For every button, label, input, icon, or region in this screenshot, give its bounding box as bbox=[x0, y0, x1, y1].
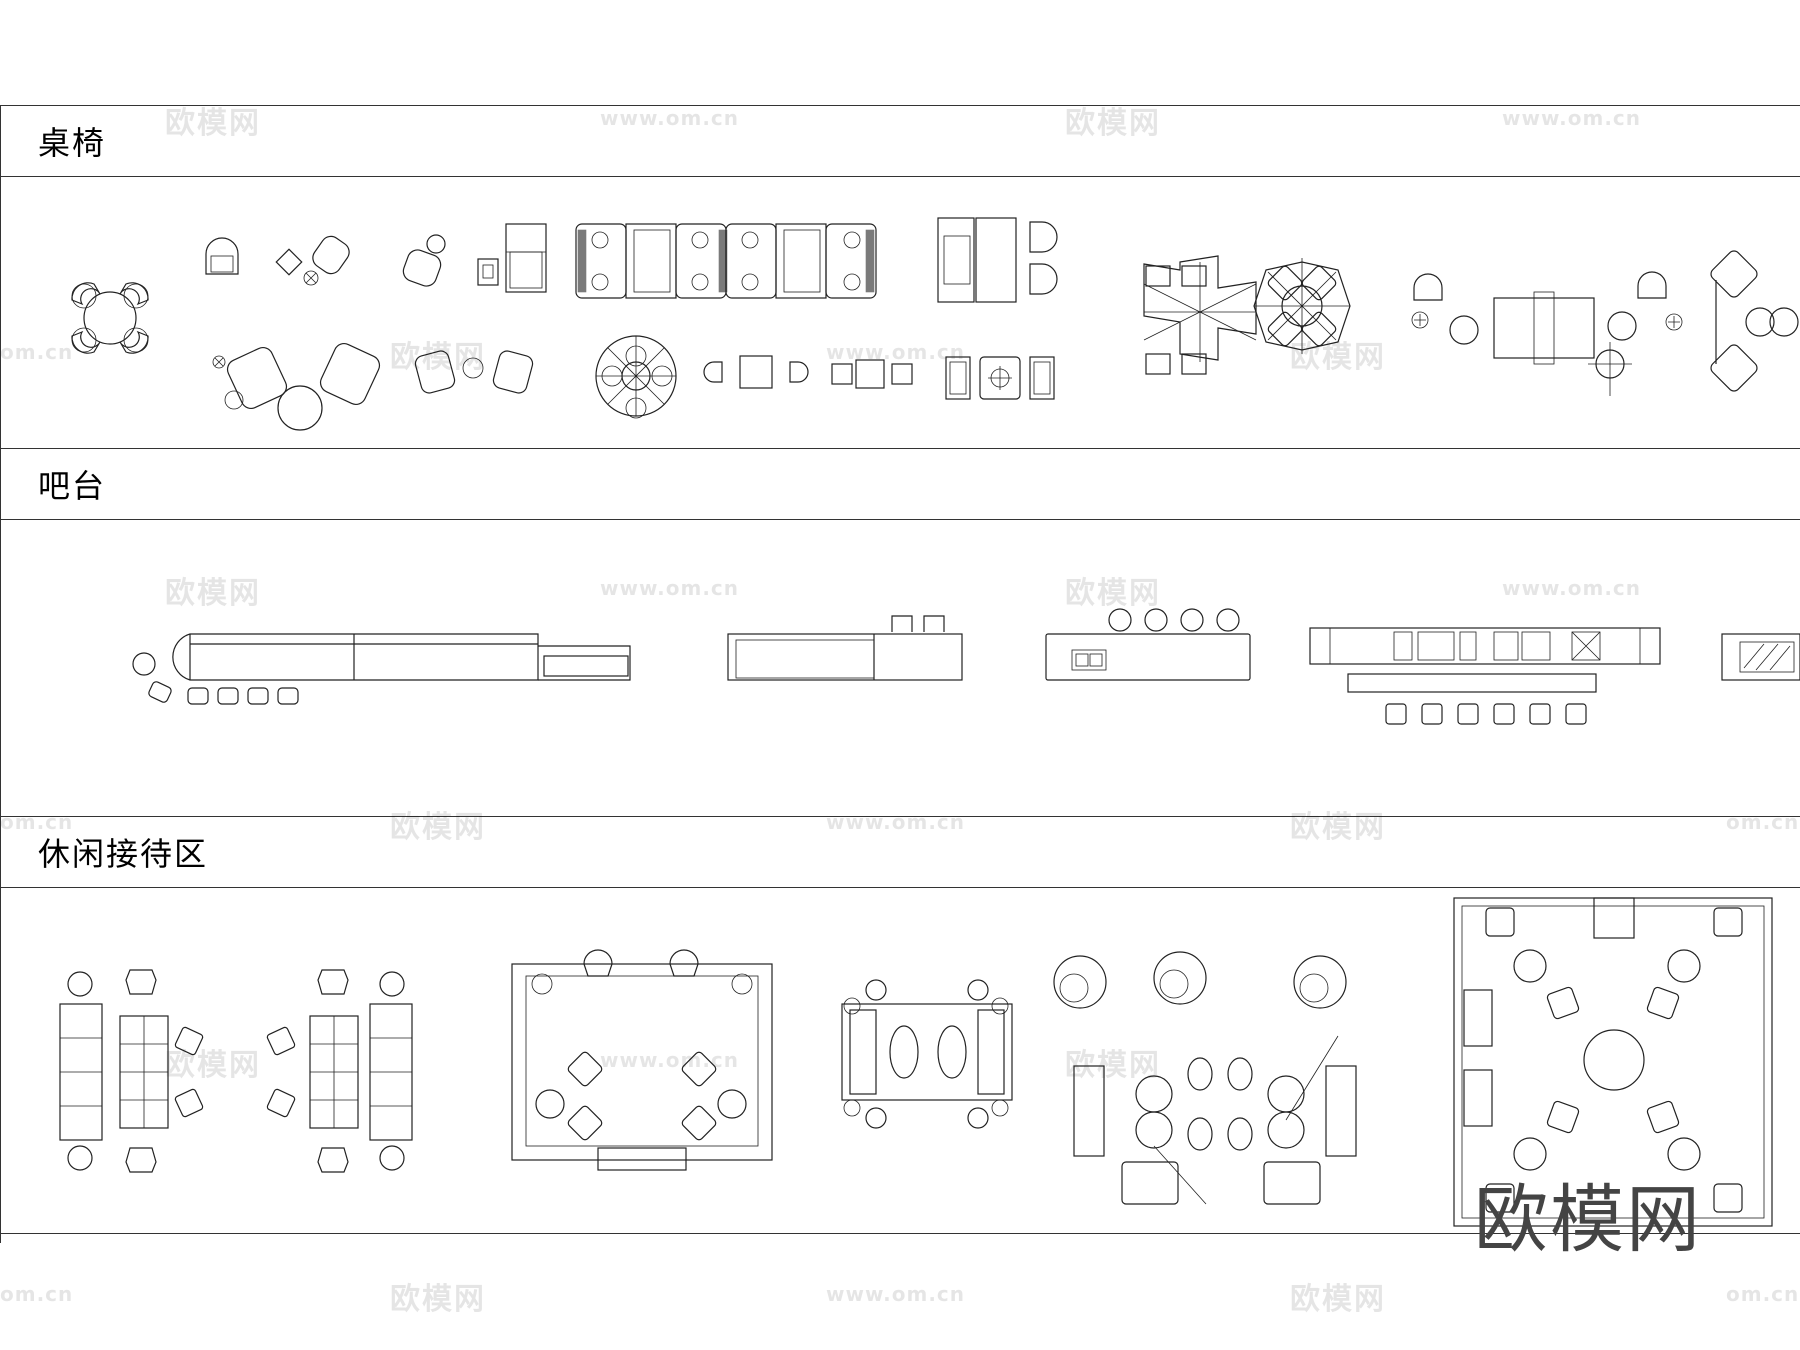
frame-top-line bbox=[0, 105, 1800, 106]
round-table-4-chairs bbox=[71, 282, 149, 354]
parasol-lounge-set bbox=[1253, 258, 1351, 354]
cropped-counter bbox=[1721, 633, 1800, 681]
cropped-chair-group bbox=[1710, 250, 1799, 392]
section-2-top-line bbox=[0, 448, 1800, 449]
armchair-small bbox=[205, 237, 239, 275]
section-title-tables-chairs: 桌椅 bbox=[38, 124, 107, 162]
parasol-dining-set bbox=[1143, 255, 1257, 375]
table-with-sofa-chairs bbox=[945, 356, 1055, 400]
sectional-lounge-set bbox=[511, 949, 773, 1171]
bar-counter-two-stools bbox=[727, 615, 963, 681]
section-title-bar-counter: 吧台 bbox=[38, 467, 107, 505]
frame-bottom-line bbox=[0, 1233, 1800, 1234]
island-counter-sink bbox=[1045, 608, 1251, 681]
lounge-chair-angled bbox=[312, 235, 350, 275]
section-3-top-line bbox=[0, 816, 1800, 817]
long-bar-counter-with-stools bbox=[132, 633, 631, 705]
armchair-pair-with-table bbox=[414, 350, 534, 394]
parasol-table-set bbox=[595, 335, 677, 419]
side-table-diamond bbox=[275, 248, 319, 286]
egg-chairs-and-table-set bbox=[1053, 951, 1357, 1205]
chair-and-stool bbox=[402, 234, 446, 287]
double-sofa-lounge-set bbox=[59, 969, 413, 1173]
section-title-lounge-reception: 休闲接待区 bbox=[38, 835, 209, 873]
back-bar-with-counter-stools bbox=[1309, 627, 1661, 725]
section-1-header-line bbox=[0, 176, 1800, 177]
brand-logo: 欧模网 bbox=[1474, 1177, 1702, 1263]
section-2-header-line bbox=[0, 519, 1800, 520]
reception-lounge-room bbox=[1453, 897, 1773, 1227]
desk-with-chairs bbox=[1411, 271, 1683, 396]
square-table-2-chairs bbox=[703, 355, 809, 389]
oval-tables-sofa-set bbox=[841, 979, 1013, 1129]
bench-table-set bbox=[937, 217, 1058, 303]
booth-seating-long bbox=[575, 223, 877, 299]
square-table-2-stools bbox=[831, 359, 913, 389]
lounge-pair-round-table bbox=[212, 342, 381, 431]
frame-left-border bbox=[0, 105, 1, 1243]
section-3-header-line bbox=[0, 887, 1800, 888]
armchair-with-table bbox=[477, 223, 547, 293]
